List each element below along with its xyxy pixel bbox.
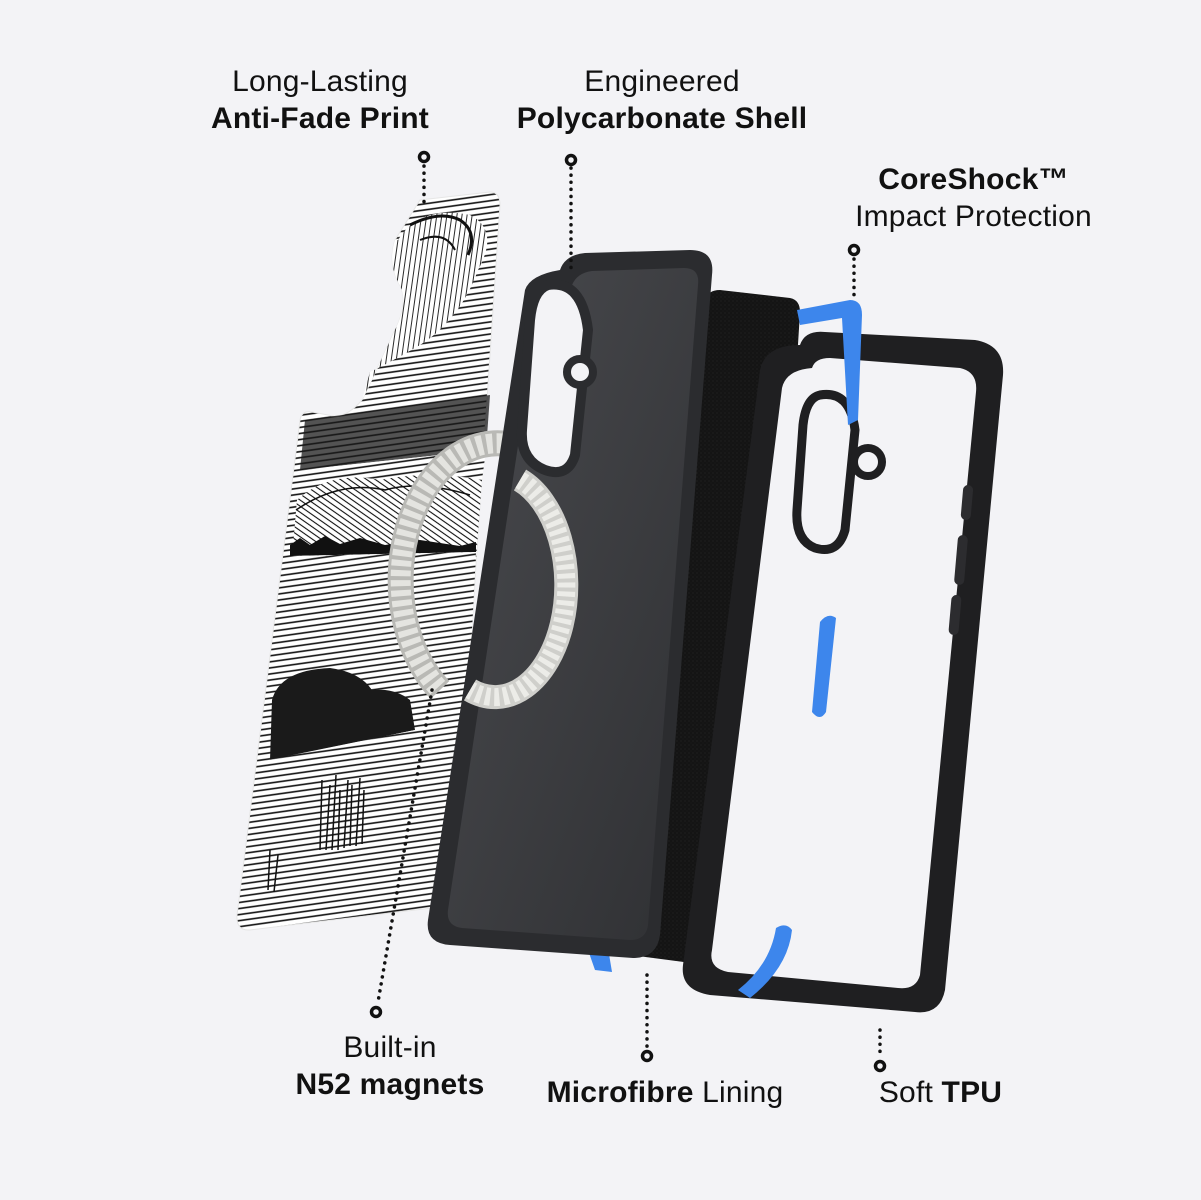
- leader-lines: [376, 164, 882, 1060]
- callout-bold-text: N52 magnets: [295, 1067, 485, 1101]
- callout-bold-text: Microfibre: [546, 1076, 694, 1109]
- callout-bold-text: TPU: [941, 1076, 1003, 1109]
- callout-light-text: Lining: [693, 1076, 784, 1109]
- callout-n52-magnets: Built-in N52 magnets: [272, 1030, 508, 1103]
- coreshock-inserts: [738, 300, 862, 998]
- callout-microfibre-lining: Microfibre Lining: [520, 1075, 810, 1112]
- callout-light-text: Impact Protection: [855, 199, 1092, 233]
- magnet-ring-front: [463, 469, 579, 710]
- callout-light-text: Engineered: [584, 65, 740, 98]
- leader-endpoints: [369, 150, 887, 1073]
- callout-soft-tpu: Soft TPU: [858, 1075, 1023, 1112]
- callout-anti-fade-print: Long-Lasting Anti-Fade Print: [195, 64, 445, 137]
- callout-polycarbonate-shell: Engineered Polycarbonate Shell: [492, 64, 832, 137]
- callout-light-text: Soft: [878, 1076, 942, 1109]
- callout-light-text: Long-Lasting: [232, 65, 408, 98]
- callout-bold-text: Polycarbonate Shell: [516, 101, 808, 135]
- callout-light-text: Built-in: [343, 1031, 437, 1064]
- callout-coreshock: CoreShock™ Impact Protection: [826, 162, 1121, 235]
- callout-bold-text: Anti-Fade Print: [211, 101, 429, 135]
- printed-back-layer: [236, 191, 501, 931]
- callout-bold-text: CoreShock™: [878, 163, 1069, 196]
